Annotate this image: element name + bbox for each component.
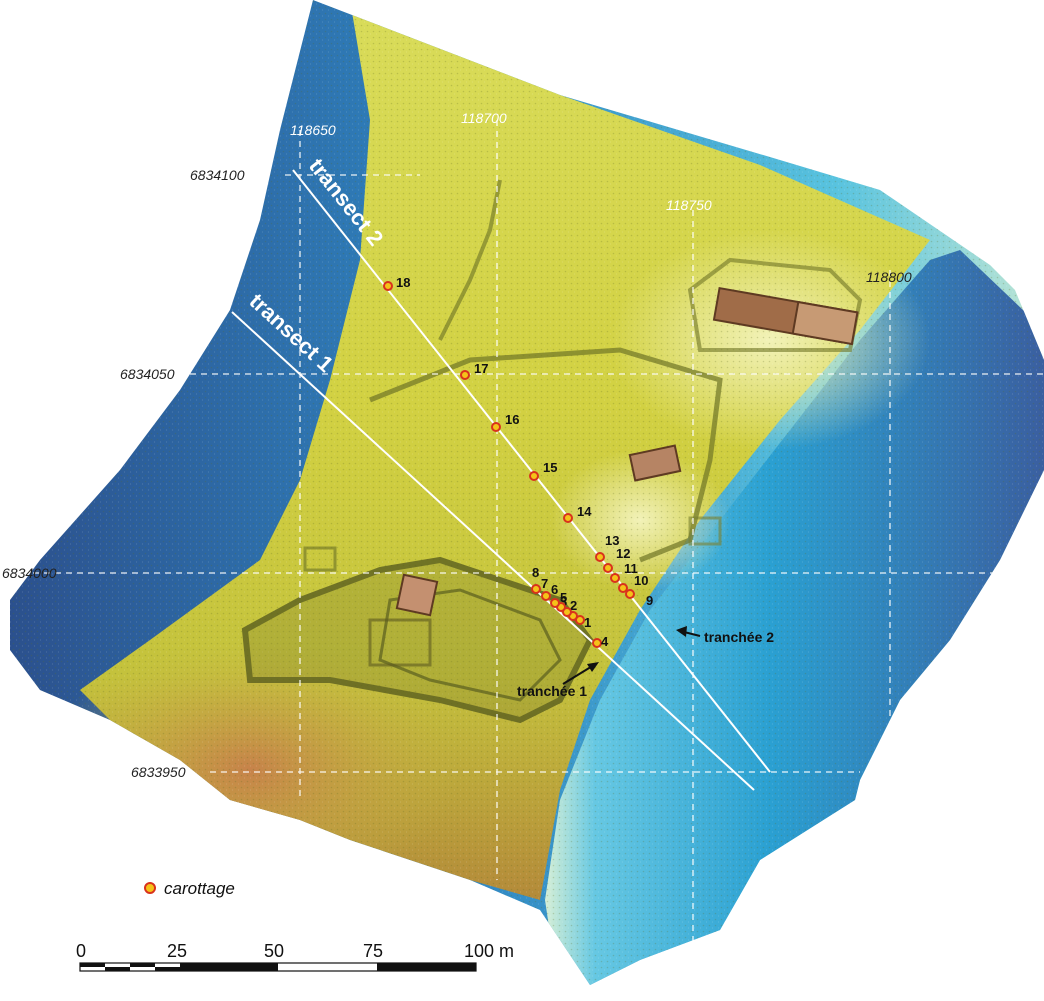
scale-seg-1 bbox=[80, 963, 105, 967]
coring-label-3: 3 bbox=[560, 594, 567, 609]
coring-marker-12 bbox=[603, 563, 613, 573]
legend-label: carottage bbox=[164, 879, 235, 898]
scale-tick-0: 0 bbox=[76, 941, 86, 961]
coring-label-16: 16 bbox=[505, 412, 519, 427]
coring-label-15: 15 bbox=[543, 460, 557, 475]
easting-label-4: 118800 bbox=[866, 269, 912, 285]
scale-bar: 0 25 50 75 100 m bbox=[76, 941, 514, 972]
coring-label-13: 13 bbox=[605, 533, 619, 548]
coring-label-18: 18 bbox=[396, 275, 410, 290]
coring-marker-11 bbox=[610, 573, 620, 583]
legend: carottage bbox=[144, 879, 235, 898]
trench-2-label: tranchée 2 bbox=[704, 629, 774, 645]
coring-label-10: 10 bbox=[634, 573, 648, 588]
northing-label-1: 6834100 bbox=[190, 167, 245, 183]
enclosure-east bbox=[687, 257, 863, 352]
easting-label-3: 118750 bbox=[666, 197, 712, 213]
scale-seg-2 bbox=[105, 967, 130, 971]
coring-label-11: 11 bbox=[624, 561, 638, 576]
coring-marker-14 bbox=[563, 513, 573, 523]
scale-seg-4 bbox=[155, 967, 180, 971]
coordinate-grid bbox=[22, 120, 1044, 960]
coring-marker-9 bbox=[625, 589, 635, 599]
coring-marker-8 bbox=[531, 584, 541, 594]
coring-label-4: 4 bbox=[601, 634, 609, 649]
scale-seg-5 bbox=[180, 963, 278, 971]
coring-marker-4 bbox=[592, 638, 602, 648]
ruin-east bbox=[688, 516, 722, 546]
coring-marker-13 bbox=[595, 552, 605, 562]
trench-1-arrow-line bbox=[562, 664, 595, 685]
scale-tick-75: 75 bbox=[363, 941, 383, 961]
scale-tick-100: 100 m bbox=[464, 941, 514, 961]
legend-marker-icon bbox=[144, 882, 156, 894]
enclosure-south bbox=[241, 556, 594, 724]
coring-label-12: 12 bbox=[616, 546, 630, 561]
easting-label-1: 118650 bbox=[290, 122, 336, 138]
scale-seg-3 bbox=[130, 963, 155, 967]
transect-1-line bbox=[231, 311, 755, 791]
coring-label-5: 5 bbox=[560, 590, 567, 605]
ruin-south bbox=[368, 618, 432, 667]
coring-label-14: 14 bbox=[577, 504, 592, 519]
enclosure-inner bbox=[378, 588, 562, 702]
coring-marker-6 bbox=[550, 598, 560, 608]
northing-label-4: 6833950 bbox=[131, 764, 186, 780]
coring-label-9: 9 bbox=[646, 593, 653, 608]
coring-label-8: 8 bbox=[532, 565, 539, 580]
coring-marker-7 bbox=[541, 591, 551, 601]
trench-1-annotation: tranchée 1 bbox=[517, 662, 599, 699]
trench-1-label: tranchée 1 bbox=[517, 683, 587, 699]
coring-label-6: 6 bbox=[551, 582, 558, 597]
northing-label-3: 6834000 bbox=[2, 565, 57, 581]
trench-2-arrowhead bbox=[676, 626, 687, 637]
scale-tick-50: 50 bbox=[264, 941, 284, 961]
ditch-west bbox=[438, 179, 502, 341]
coring-marker-10 bbox=[618, 583, 628, 593]
transect-2-line bbox=[292, 169, 771, 773]
coring-marker-15 bbox=[529, 471, 539, 481]
building-large bbox=[712, 286, 859, 346]
scale-seg-6 bbox=[377, 963, 476, 971]
coring-marker-18 bbox=[383, 281, 393, 291]
trench-2-arrow-line bbox=[683, 631, 701, 637]
coring-label-1: 1 bbox=[584, 615, 591, 630]
trench-2-annotation: tranchée 2 bbox=[676, 626, 774, 645]
coring-label-2: 2 bbox=[570, 598, 577, 613]
scale-tick-25: 25 bbox=[167, 941, 187, 961]
coring-marker-16 bbox=[491, 422, 501, 432]
trench-1-arrowhead bbox=[587, 662, 599, 672]
northing-label-2: 6834050 bbox=[120, 366, 175, 382]
ruin-west bbox=[303, 546, 337, 572]
coring-label-17: 17 bbox=[474, 361, 488, 376]
coring-marker-17 bbox=[460, 370, 470, 380]
building-small bbox=[628, 444, 682, 482]
coring-label-7: 7 bbox=[541, 576, 548, 591]
building-south bbox=[395, 573, 439, 617]
easting-label-2: 118700 bbox=[461, 110, 507, 126]
